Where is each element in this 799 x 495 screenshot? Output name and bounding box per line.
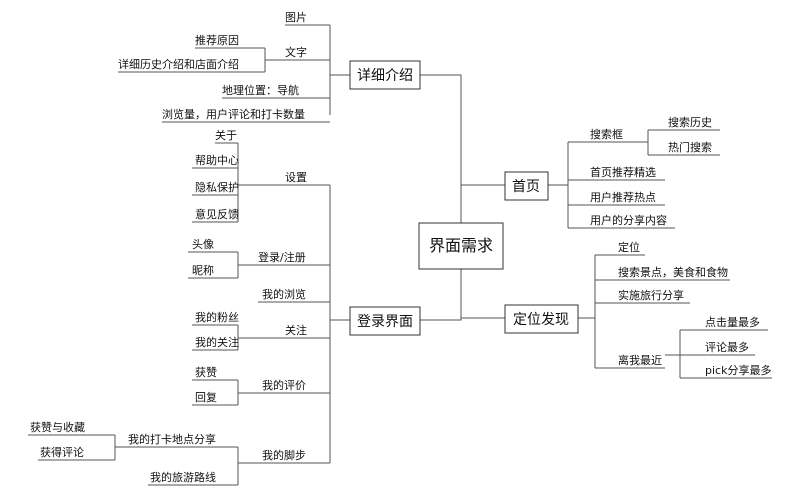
branch-label-login: 登录界面	[357, 314, 413, 330]
node-get-review: 获得评论	[40, 445, 84, 459]
branch-label-detail: 详细介绍	[357, 68, 413, 84]
home-leaves: 搜索框 搜索历史 热门搜索 首页推荐精选 用户推荐热点 用户的分享内容	[590, 115, 712, 227]
node-recommend-reason: 推荐原因	[195, 33, 239, 47]
node-my-trace: 我的脚步	[262, 448, 306, 462]
node-stats: 浏览量，用户评论和打卡数量	[162, 107, 305, 121]
node-text: 文字	[285, 45, 307, 59]
connectors	[28, 24, 772, 486]
node-picture: 图片	[285, 11, 307, 24]
branch-label-locate: 定位发现	[513, 312, 569, 328]
node-search-box: 搜索框	[590, 127, 623, 141]
node-most-pick: pick分享最多	[705, 363, 771, 377]
node-checkin-share: 我的打卡地点分享	[128, 432, 216, 446]
root-label: 界面需求	[429, 236, 493, 255]
detail-leaves: 图片 文字 推荐原因 详细历史介绍和店面介绍 地理位置：导航 浏览量，用户评论和…	[118, 11, 307, 121]
branch-node-login: 登录界面	[349, 306, 421, 336]
node-reply: 回复	[195, 390, 217, 404]
node-settings: 设置	[285, 171, 307, 184]
node-geo: 地理位置：导航	[222, 83, 299, 97]
node-follow: 关注	[285, 323, 307, 337]
node-my-fans: 我的粉丝	[195, 310, 239, 324]
node-my-review: 我的评价	[262, 378, 306, 392]
login-leaves: 设置 关于 帮助中心 隐私保护 意见反馈 登录/注册 头像 昵称 我的浏览 关注…	[30, 128, 307, 484]
node-locate: 定位	[618, 240, 640, 254]
node-help: 帮助中心	[195, 153, 239, 167]
branch-node-home: 首页	[504, 171, 549, 201]
node-home-picks: 首页推荐精选	[590, 165, 656, 179]
root-node: 界面需求	[418, 222, 504, 270]
node-avatar: 头像	[192, 238, 214, 251]
node-user-hot: 用户推荐热点	[590, 190, 656, 204]
node-share-trip: 实施旅行分享	[618, 288, 684, 302]
branch-label-home: 首页	[512, 179, 540, 195]
branch-node-locate: 定位发现	[504, 304, 579, 334]
node-my-browse: 我的浏览	[262, 287, 306, 301]
node-my-route: 我的旅游路线	[150, 470, 216, 484]
node-nickname: 昵称	[192, 263, 214, 277]
node-hot-search: 热门搜索	[668, 140, 712, 154]
node-history: 详细历史介绍和店面介绍	[118, 57, 239, 71]
node-my-follow: 我的关注	[195, 335, 239, 349]
node-most-clicks: 点击量最多	[705, 315, 760, 329]
node-about: 关于	[215, 128, 237, 142]
node-feedback: 意见反馈	[195, 207, 239, 221]
node-likes-fav: 获赞与收藏	[30, 420, 85, 434]
locate-leaves: 定位 搜索景点，美食和食物 实施旅行分享 离我最近 点击量最多 评论最多 pic…	[618, 240, 771, 377]
node-register: 登录/注册	[258, 250, 306, 264]
branch-node-detail: 详细介绍	[349, 60, 421, 90]
node-privacy: 隐私保护	[195, 180, 239, 194]
node-nearest: 离我最近	[618, 353, 662, 367]
node-most-reviews: 评论最多	[705, 340, 749, 354]
node-user-share: 用户的分享内容	[590, 213, 667, 227]
node-search-history: 搜索历史	[668, 115, 712, 129]
node-search-spots: 搜索景点，美食和食物	[618, 265, 728, 279]
node-likes: 获赞	[195, 366, 217, 379]
